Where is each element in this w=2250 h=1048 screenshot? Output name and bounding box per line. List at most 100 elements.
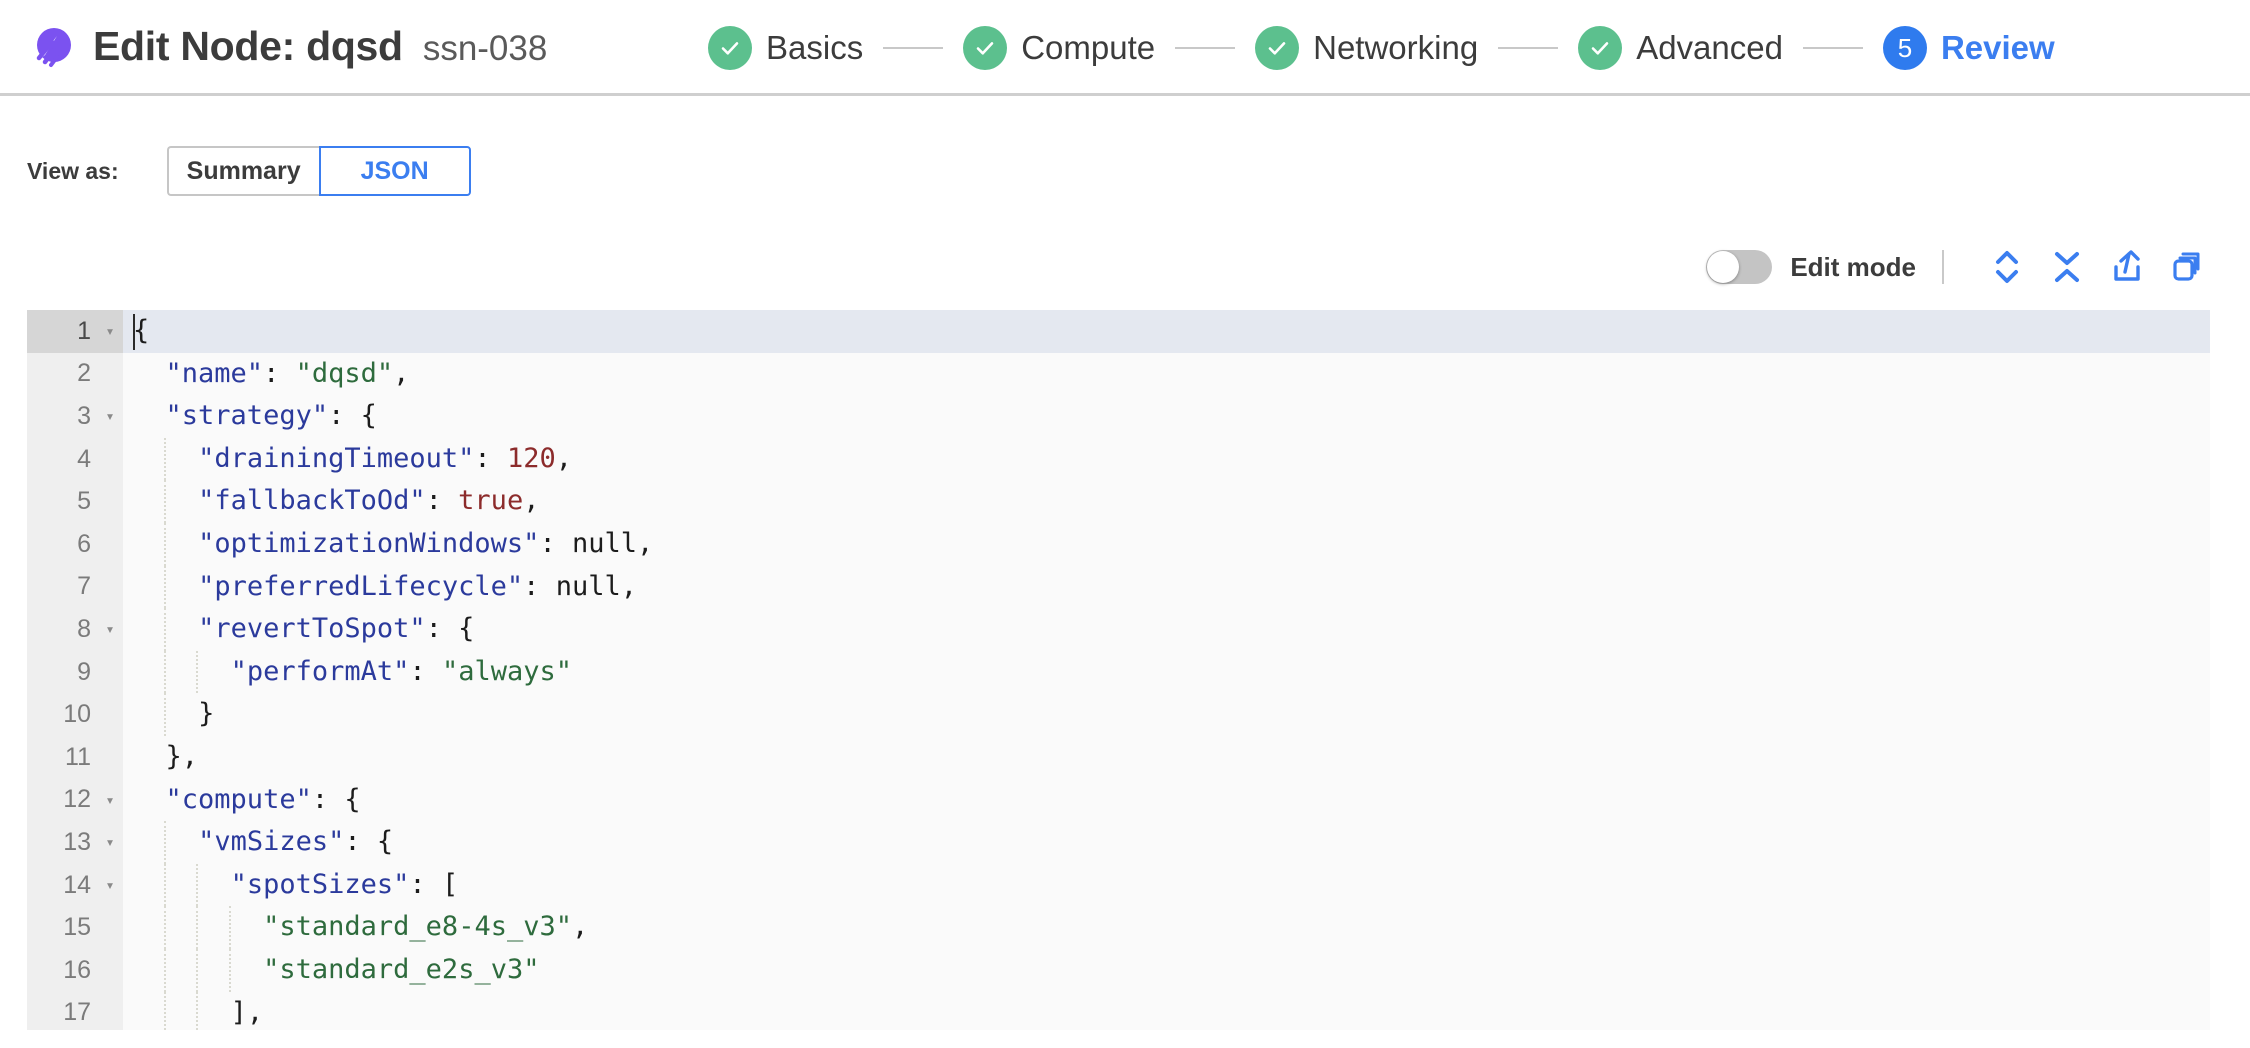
fold-arrow-icon[interactable]: ▾ <box>97 778 123 822</box>
code-line[interactable]: 3▾ "strategy": { <box>27 395 2210 438</box>
fold-spacer <box>97 522 123 566</box>
fold-spacer <box>97 906 123 949</box>
copy-icon[interactable] <box>2164 244 2210 290</box>
step-advanced[interactable]: Advanced <box>1578 26 1783 70</box>
fold-spacer <box>97 948 123 992</box>
fold-arrow-icon[interactable]: ▾ <box>97 821 123 864</box>
line-number: 3 <box>27 395 97 438</box>
fold-arrow-icon[interactable]: ▾ <box>97 608 123 651</box>
code-line[interactable]: 16 "standard_e2s_v3" <box>27 948 2210 992</box>
code-line[interactable]: 5 "fallbackToOd": true, <box>27 480 2210 523</box>
node-id-label: ssn-038 <box>422 29 548 68</box>
step-basics-circle <box>708 26 752 70</box>
check-icon <box>1268 42 1286 55</box>
edit-mode-label: Edit mode <box>1790 251 1916 282</box>
export-icon[interactable] <box>2104 244 2150 290</box>
code-line[interactable]: 6 "optimizationWindows": null, <box>27 522 2210 566</box>
indent-guide <box>163 821 166 864</box>
fold-arrow-icon[interactable]: ▾ <box>97 395 123 438</box>
line-number: 15 <box>27 906 97 949</box>
code-line-text: { <box>133 315 150 346</box>
check-icon <box>1591 42 1609 55</box>
step-advanced-label: Advanced <box>1636 29 1783 66</box>
check-icon <box>721 42 739 55</box>
code-line[interactable]: 12▾ "compute": { <box>27 778 2210 822</box>
fold-spacer <box>97 437 123 481</box>
code-line[interactable]: 2 "name": "dqsd", <box>27 352 2210 396</box>
code-line-text: }, <box>165 740 199 772</box>
page-title: Edit Node: dqsd <box>93 23 403 69</box>
step-networking[interactable]: Networking <box>1255 26 1478 70</box>
fold-arrow-icon[interactable]: ▾ <box>97 310 123 353</box>
code-line-text: "spotSizes": [ <box>230 868 459 900</box>
line-number: 1 <box>27 310 97 353</box>
code-line-text: "fallbackToOd": true, <box>198 485 540 517</box>
view-as-json-button[interactable]: JSON <box>318 146 471 196</box>
indent-guide <box>163 948 166 992</box>
code-line-text: "vmSizes": { <box>198 826 394 858</box>
code-line[interactable]: 1▾ { <box>27 310 2210 353</box>
page-header: Edit Node: dqsd ssn-038 Basics Compute <box>0 0 2250 96</box>
line-number: 5 <box>27 480 97 523</box>
code-line[interactable]: 17 ], <box>27 991 2210 1030</box>
page-title-block: Edit Node: dqsd ssn-038 <box>93 23 547 70</box>
fold-spacer <box>97 352 123 396</box>
indent-guide <box>196 991 198 1030</box>
indent-guide <box>163 480 166 523</box>
indent-guide <box>196 863 198 907</box>
view-as-summary-button[interactable]: Summary <box>166 146 319 196</box>
code-line[interactable]: 8▾ "revertToSpot": { <box>27 608 2210 651</box>
code-line[interactable]: 15 "standard_e8-4s_v3", <box>27 906 2210 949</box>
step-networking-label: Networking <box>1313 29 1479 66</box>
indent-guide <box>196 906 198 949</box>
step-connector-4 <box>1802 47 1863 49</box>
step-review[interactable]: 5 Review <box>1882 26 2055 70</box>
code-line[interactable]: 9 "performAt": "always" <box>27 650 2210 694</box>
code-line[interactable]: 4 "drainingTimeout": 120, <box>27 437 2210 481</box>
step-connector-2 <box>1175 47 1236 49</box>
expand-all-icon[interactable] <box>1984 244 2030 290</box>
line-number: 6 <box>27 522 97 566</box>
indent-guide <box>163 565 166 609</box>
step-compute-label: Compute <box>1021 29 1156 66</box>
indent-guide <box>163 522 166 566</box>
code-line[interactable]: 11 }, <box>27 735 2210 779</box>
fold-spacer <box>97 693 123 736</box>
step-review-number: 5 <box>1897 33 1913 63</box>
line-number: 10 <box>27 693 97 736</box>
wizard-stepper: Basics Compute Networking <box>700 0 2055 93</box>
code-line-text: "strategy": { <box>165 400 377 432</box>
code-line[interactable]: 7 "preferredLifecycle": null, <box>27 565 2210 609</box>
code-line[interactable]: 10 } <box>27 693 2210 736</box>
code-line-text: ], <box>230 996 264 1028</box>
collapse-all-icon[interactable] <box>2044 244 2090 290</box>
line-number: 11 <box>27 735 97 779</box>
line-number: 13 <box>27 821 97 864</box>
step-basics[interactable]: Basics <box>708 26 863 70</box>
step-review-label: Review <box>1940 29 2055 66</box>
line-number: 16 <box>27 948 97 992</box>
toolbar-divider <box>1942 250 1944 284</box>
code-line-text: } <box>198 698 215 730</box>
fold-spacer <box>97 735 123 779</box>
json-code-editor[interactable]: 1▾{2 "name": "dqsd",3▾ "strategy": {4 "d… <box>27 310 2210 1030</box>
line-number: 12 <box>27 778 97 822</box>
fold-spacer <box>97 650 123 694</box>
code-line[interactable]: 14▾ "spotSizes": [ <box>27 863 2210 907</box>
code-line-text: "standard_e8-4s_v3", <box>263 911 589 943</box>
code-line-text: "revertToSpot": { <box>198 613 475 645</box>
indent-guide <box>228 948 231 992</box>
fold-arrow-icon[interactable]: ▾ <box>97 863 123 907</box>
step-connector-1 <box>883 47 944 49</box>
fold-spacer <box>97 565 123 609</box>
code-line[interactable]: 13▾ "vmSizes": { <box>27 821 2210 864</box>
view-as-label: View as: <box>27 157 119 184</box>
indent-guide <box>163 650 166 694</box>
step-advanced-circle <box>1578 26 1623 70</box>
edit-mode-toggle[interactable] <box>1706 250 1773 284</box>
check-icon <box>976 42 994 55</box>
indent-guide <box>163 991 166 1030</box>
step-compute[interactable]: Compute <box>963 26 1155 70</box>
fold-spacer <box>97 480 123 523</box>
step-connector-3 <box>1498 47 1559 49</box>
